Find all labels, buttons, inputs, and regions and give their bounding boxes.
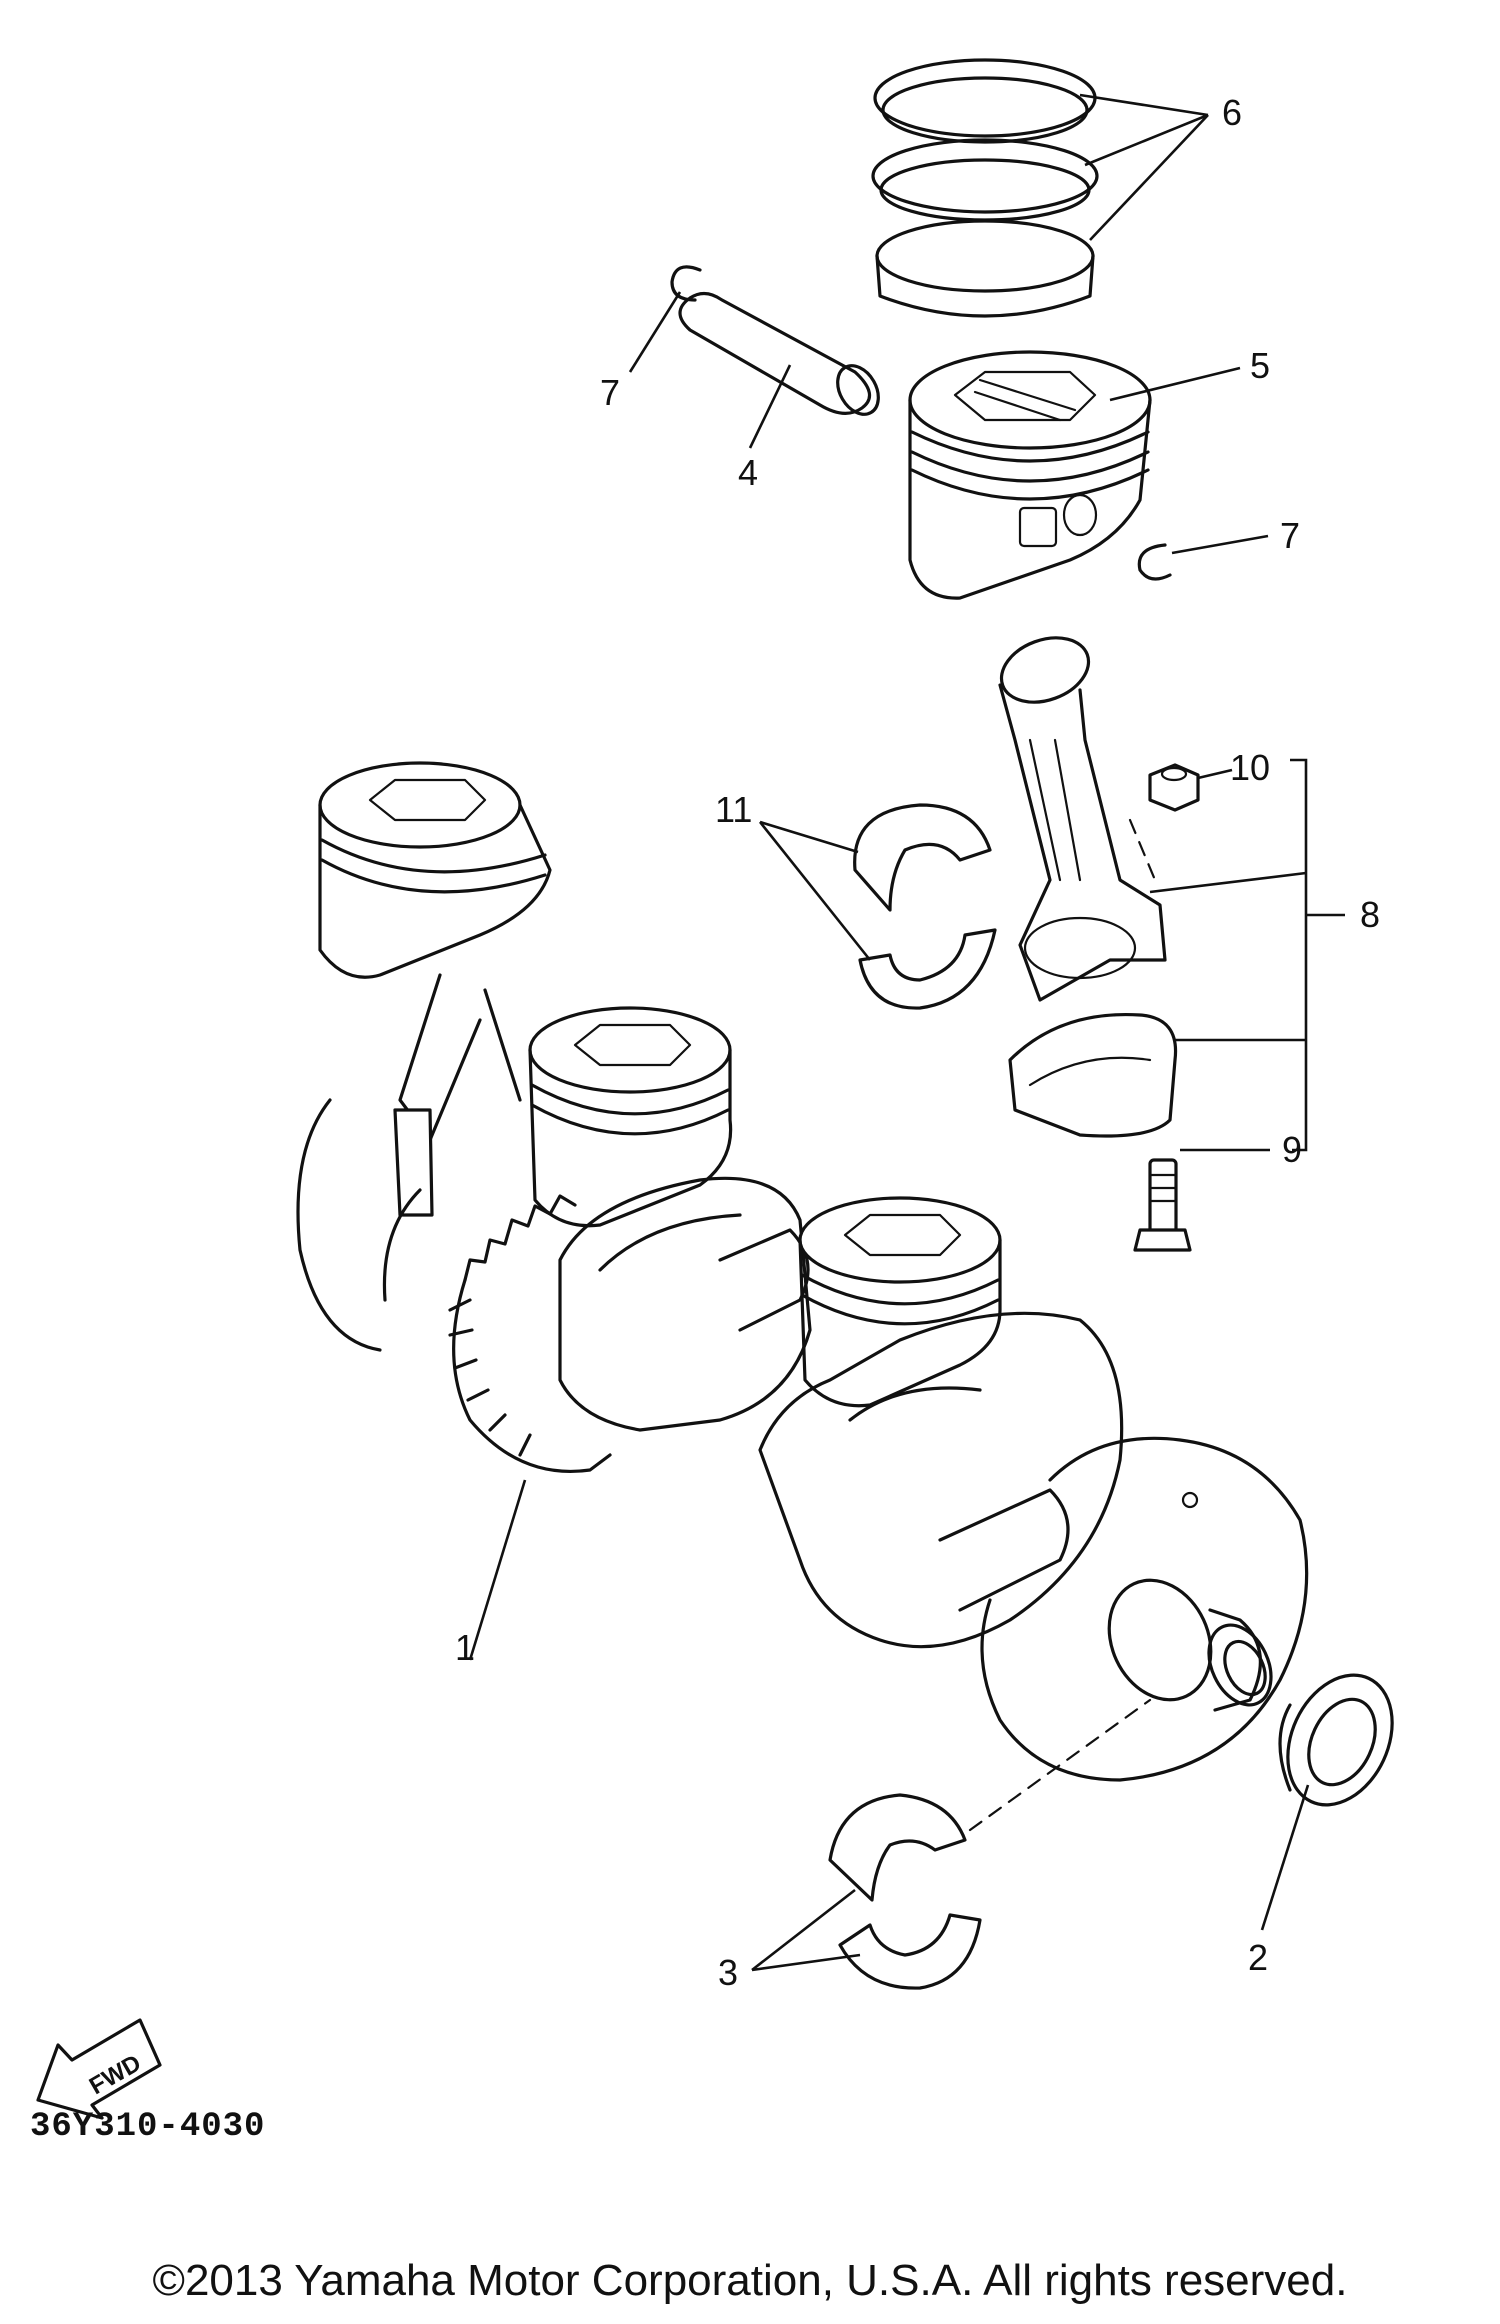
piston-pin [678,291,880,416]
callout-6: 6 [1222,92,1242,133]
piston-5 [908,350,1152,600]
callout-3: 3 [718,1952,738,1993]
callout-8: 8 [1360,894,1380,935]
crankshaft-assembly [296,761,1309,1782]
piston-rings [871,58,1099,318]
callout-9: 9 [1282,1129,1302,1170]
connecting-rod [998,636,1178,1138]
rod-nut [1148,763,1200,812]
callout-5: 5 [1250,345,1270,386]
callout-1: 1 [455,1627,475,1668]
callout-10: 10 [1230,747,1270,788]
main-bearings [828,1793,982,1990]
callout-labels: 6 5 7 4 7 10 11 8 9 1 2 3 [455,92,1380,1993]
copyright-notice: ©2013 Yamaha Motor Corporation, U.S.A. A… [152,2256,1348,2305]
oil-seal [1278,1673,1394,1807]
callout-11: 11 [715,789,752,830]
callout-4: 4 [738,452,758,493]
leader-lines [468,93,1345,1972]
callout-7-left: 7 [600,372,620,413]
callout-2: 2 [1248,1937,1268,1978]
callout-7-right: 7 [1280,515,1300,556]
fwd-arrow-icon: FWD [36,2018,162,2120]
rod-bolt [1133,1158,1192,1252]
circlips [670,265,1172,581]
rod-bearings [853,803,997,1010]
drawing-code: 36Y310-4030 [30,2108,266,2146]
